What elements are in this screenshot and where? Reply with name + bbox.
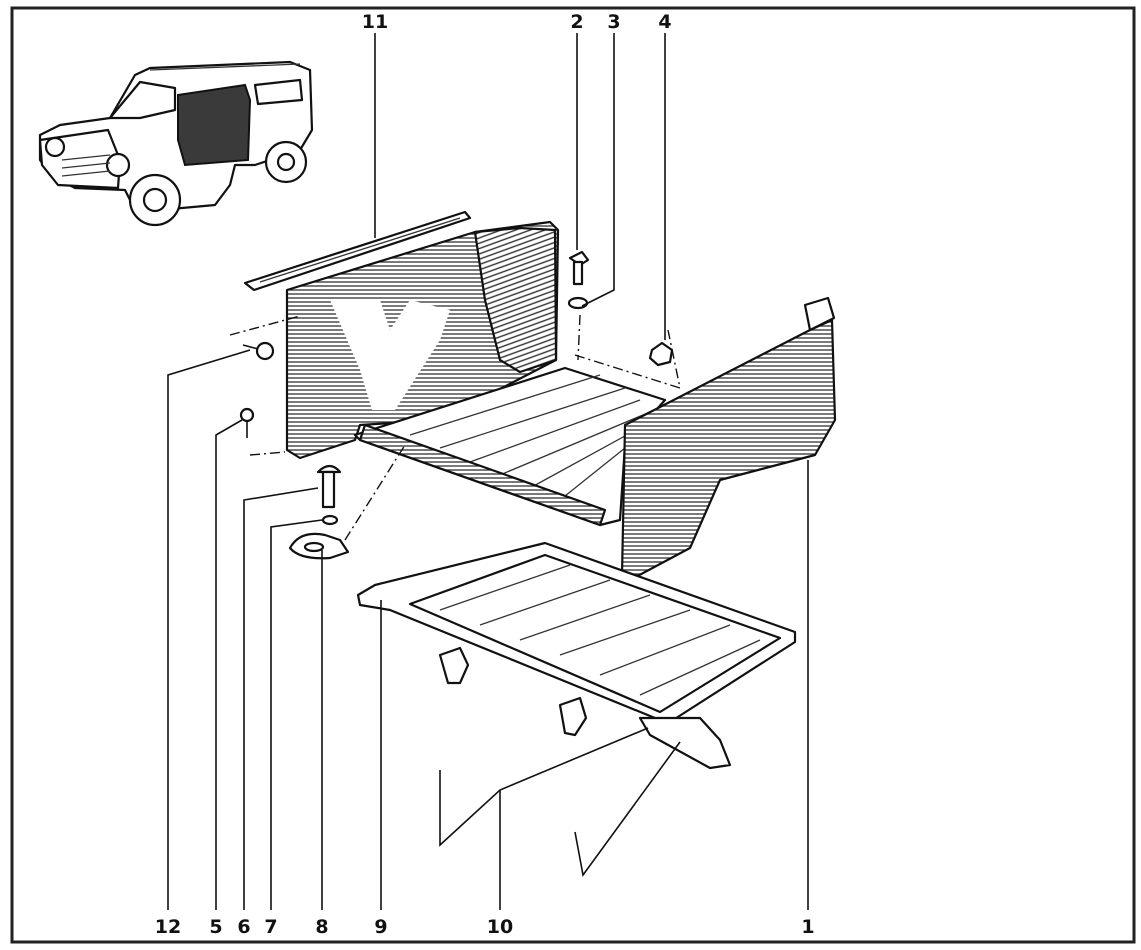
floor-panel <box>353 366 667 527</box>
screw-12 <box>242 341 275 361</box>
callout-6: 6 <box>237 916 250 938</box>
callout-11: 11 <box>362 11 388 33</box>
bracket-8 <box>288 532 350 560</box>
callout-3: 3 <box>607 11 620 33</box>
top-rail-strip <box>243 210 472 292</box>
callout-7: 7 <box>264 916 277 938</box>
assembly-lines <box>229 314 681 541</box>
callout-12: 12 <box>155 916 181 938</box>
washer-7 <box>321 514 339 526</box>
side-panel-right <box>620 296 837 582</box>
callout-1: 1 <box>801 916 814 938</box>
callout-2: 2 <box>570 11 583 33</box>
side-panel-left <box>285 220 560 460</box>
callout-8: 8 <box>315 916 328 938</box>
bolt-2 <box>568 250 590 286</box>
callout-5: 5 <box>209 916 222 938</box>
callout-4: 4 <box>658 11 671 33</box>
vehicle-icon <box>38 60 314 227</box>
screw-5 <box>239 407 255 438</box>
nut-4 <box>648 341 674 367</box>
callout-10: 10 <box>487 916 513 938</box>
diagram-border <box>10 6 1136 944</box>
bolt-6 <box>316 464 342 509</box>
leader-lines <box>167 33 809 910</box>
callout-9: 9 <box>374 916 387 938</box>
washer-3 <box>567 296 589 310</box>
floor-frame <box>356 541 797 770</box>
